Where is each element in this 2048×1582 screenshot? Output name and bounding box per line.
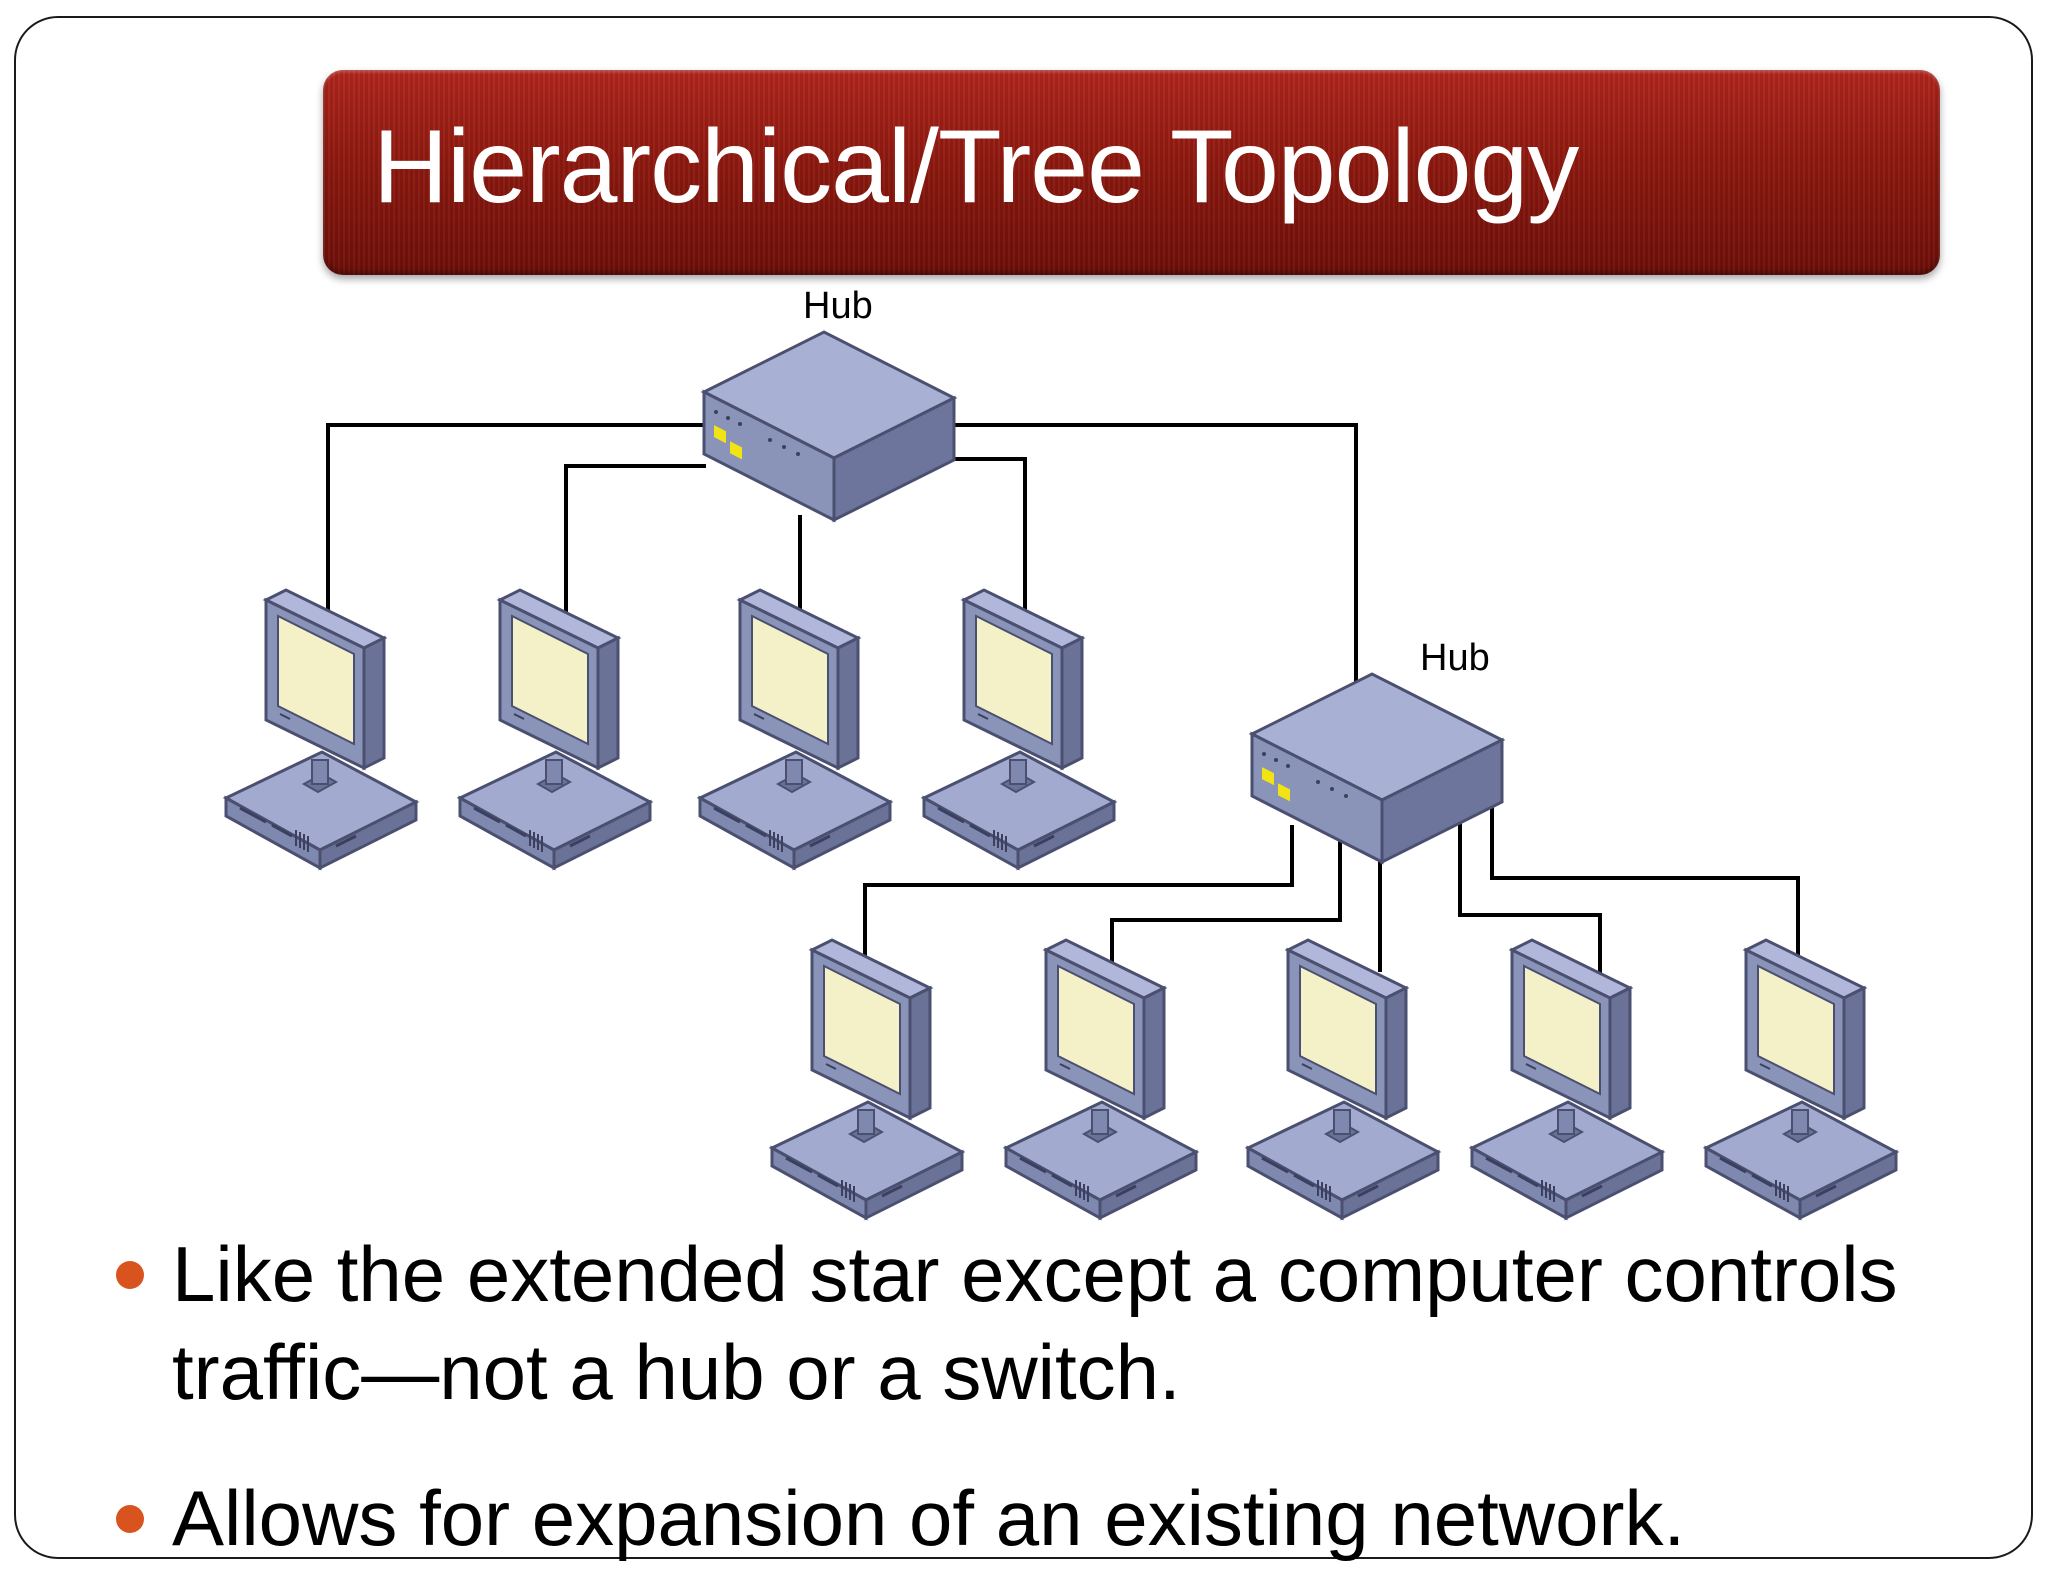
bullet-line: Allows for expansion of an existing netw… — [172, 1474, 1686, 1562]
cables-top-hub — [326, 423, 1358, 693]
bullet-line: traffic—not a hub or a switch. — [172, 1328, 1181, 1416]
computer-icon — [1246, 938, 1440, 1220]
title-banner: Hierarchical/Tree Topology — [323, 70, 1940, 275]
computer-icon — [922, 588, 1116, 870]
bullet-dot-icon — [116, 1261, 144, 1289]
top-hub — [702, 330, 956, 522]
bullet-text: Like the extended star except a computer… — [172, 1225, 2048, 1421]
bullet-text: Allows for expansion of an existing netw… — [172, 1469, 2048, 1567]
computer-icon — [1704, 938, 1898, 1220]
computer-icon — [224, 588, 418, 870]
top-hub-label: Hub — [803, 285, 873, 327]
computer-icon — [1470, 938, 1664, 1220]
slide-title: Hierarchical/Tree Topology — [373, 109, 1579, 225]
second-hub — [1250, 672, 1504, 864]
computer-icon — [698, 588, 892, 870]
second-hub-label: Hub — [1420, 637, 1490, 679]
computer-icon — [458, 588, 652, 870]
bullet-line: Like the extended star except a computer… — [172, 1230, 1898, 1318]
bullet-dot-icon — [116, 1505, 144, 1533]
computer-icon — [1004, 938, 1198, 1220]
computer-icon — [770, 938, 964, 1220]
